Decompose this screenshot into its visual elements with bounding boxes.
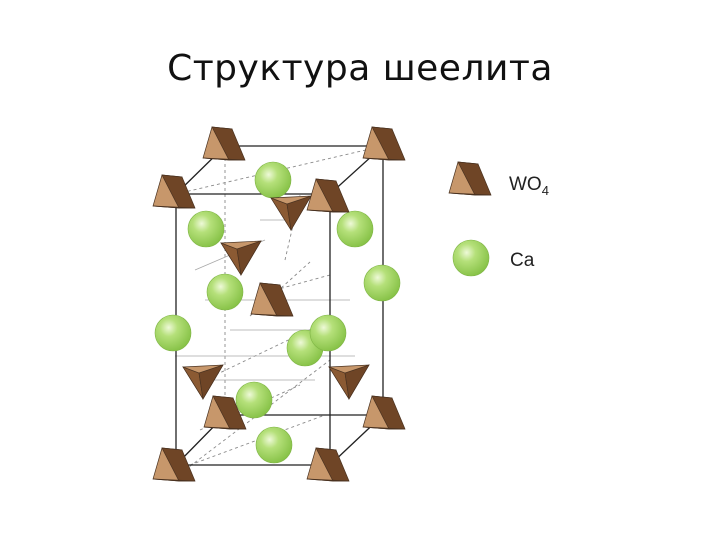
ca-sphere [154, 314, 192, 352]
ca-sphere [187, 210, 225, 248]
ca-sphere [254, 161, 292, 199]
wo4-tetrahedron [306, 178, 350, 213]
wo4-tetrahedron [328, 364, 370, 400]
ca-sphere [255, 426, 293, 464]
wo4-tetrahedron [270, 195, 312, 231]
legend-wo4-text: WO [509, 174, 542, 195]
legend-wo4-label: WO4 [509, 174, 549, 198]
ca-atoms [154, 161, 401, 464]
wo4-tetrahedron [220, 240, 262, 276]
wo4-tetrahedron [250, 282, 294, 317]
wo4-tetrahedron [202, 126, 246, 161]
wo4-tetrahedron [362, 395, 406, 430]
legend-ca-label: Ca [510, 250, 535, 271]
legend [448, 161, 492, 277]
ca-sphere [336, 210, 374, 248]
legend-wo4-subscript: 4 [541, 183, 549, 198]
ca-sphere [363, 264, 401, 302]
wo4-tetrahedron [182, 364, 224, 400]
wo4-tetrahedron [362, 126, 406, 161]
ca-sphere [309, 314, 347, 352]
ca-sphere [235, 381, 273, 419]
legend-sphere-icon [452, 239, 490, 277]
ca-sphere [206, 273, 244, 311]
legend-tetrahedron-icon [448, 161, 492, 196]
slide-title: Структура шеелита [167, 48, 553, 89]
